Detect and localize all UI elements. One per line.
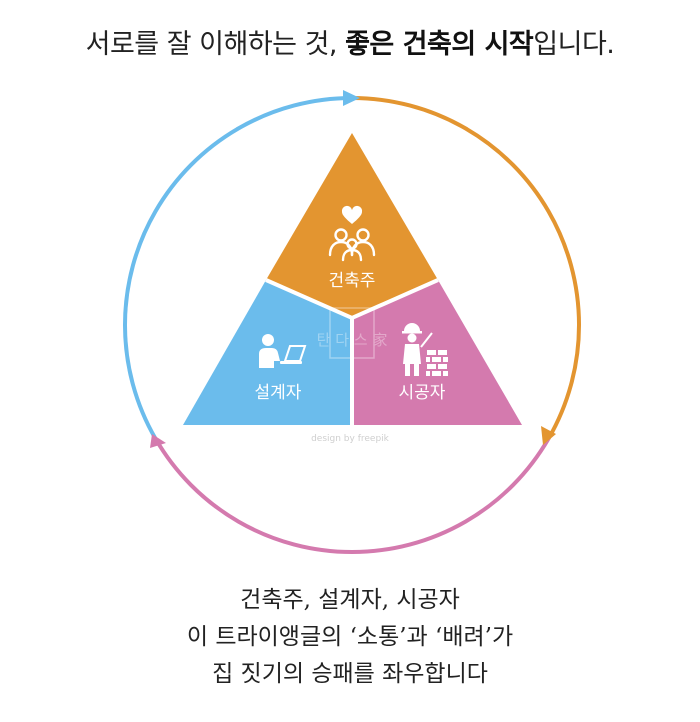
headline-normal-2: 입니다. [533,29,615,60]
triangle-right-section [352,280,522,425]
footer-line-1: 건축주, 설계자, 시공자 [240,587,460,613]
people-heart-icon [328,205,376,262]
right-section-label: 시공자 [399,383,446,403]
cycle-arc-left [123,96,353,440]
design-credit: design by freepik [311,434,390,444]
headline: 서로를 잘 이해하는 것, 좋은 건축의 시작입니다. [0,22,700,61]
worker-bricks-icon [402,323,448,376]
footer-line-3: 집 짓기의 승패를 좌우합니다 [212,661,488,687]
arrow-head-top [343,90,360,106]
cycle-arc-bottom [153,437,551,555]
cycle-arc-top-right [351,96,581,440]
watermark: 탄 다 스 家 [317,307,388,359]
triangle-top-section [266,133,438,318]
watermark-text: 탄 다 스 家 [317,331,388,349]
arrow-head-right [541,426,556,445]
headline-normal-1: 서로를 잘 이해하는 것, [85,29,346,60]
arrow-head-left [150,434,166,448]
left-section-label: 설계자 [255,383,302,403]
footer-line-2: 이 트라이앵글의 ‘소통’과 ‘배려’가 [186,624,514,650]
headline-bold: 좋은 건축의 시작 [345,29,534,60]
top-section-label: 건축주 [329,271,376,291]
footer-caption: 건축주, 설계자, 시공자 이 트라이앵글의 ‘소통’과 ‘배려’가 집 짓기의… [0,582,700,693]
designer-laptop-icon [259,334,307,368]
